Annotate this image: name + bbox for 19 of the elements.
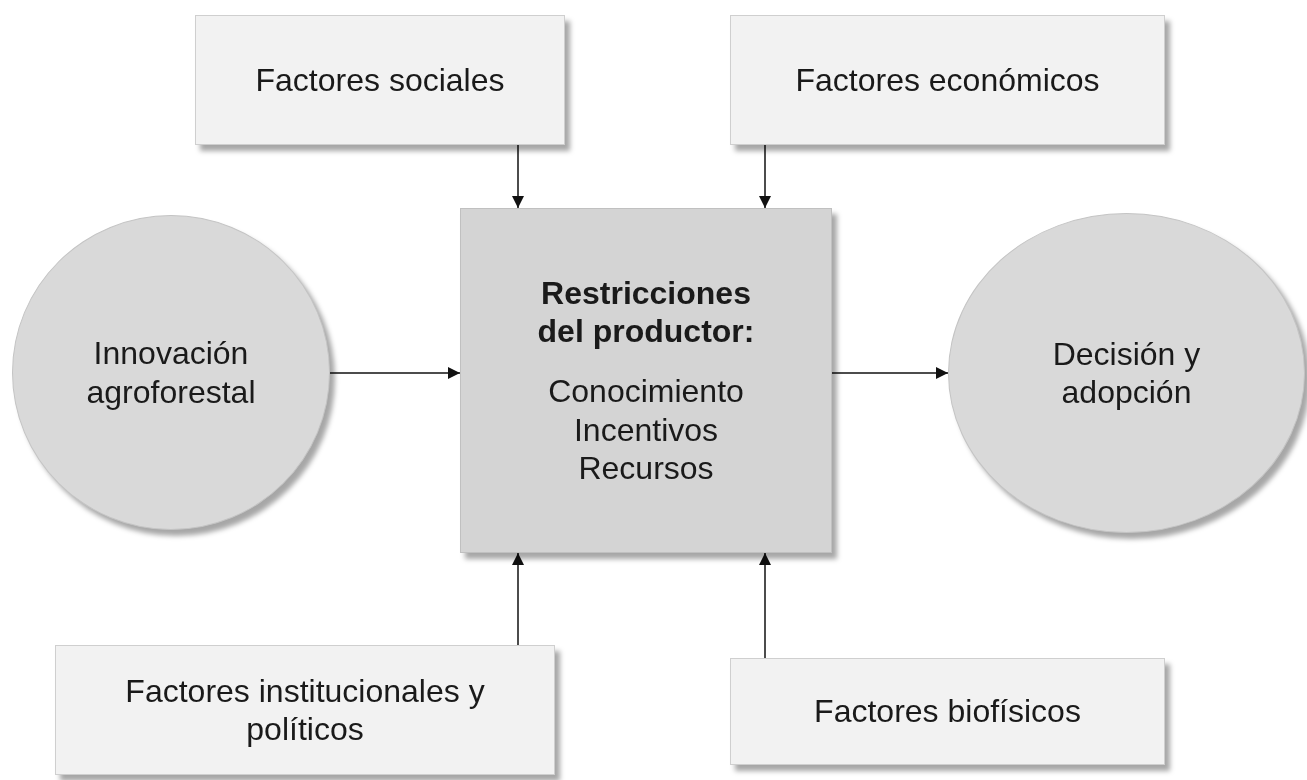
arrow bbox=[512, 552, 524, 646]
central-box bbox=[460, 208, 832, 553]
node-label: Factores sociales bbox=[255, 60, 505, 100]
arrow bbox=[329, 367, 461, 379]
box-heading: Restricciones del productor: bbox=[536, 273, 756, 351]
factor-box bbox=[730, 658, 1165, 765]
node-label: Factores económicos bbox=[795, 60, 1100, 100]
node-label: Decisión y adopción bbox=[1051, 334, 1202, 412]
factor-box bbox=[195, 15, 565, 145]
node-label: Innovación agroforestal bbox=[85, 334, 257, 411]
arrow bbox=[759, 144, 771, 209]
arrow bbox=[512, 144, 524, 209]
arrow bbox=[759, 552, 771, 659]
node-label: Factores biofísicos bbox=[814, 692, 1081, 731]
factor-box bbox=[55, 645, 555, 775]
factor-box bbox=[730, 15, 1165, 145]
node-label: Factores institucionales y políticos bbox=[124, 671, 486, 749]
box-body: Conocimiento Incentivos Recursos bbox=[547, 372, 745, 488]
arrow bbox=[831, 367, 949, 379]
